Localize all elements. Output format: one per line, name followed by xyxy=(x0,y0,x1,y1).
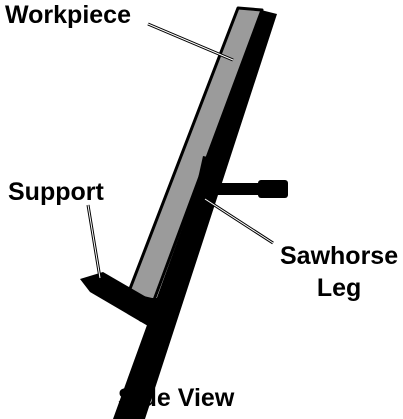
sawhorse-label-line1: Sawhorse xyxy=(280,242,399,270)
cross-brace-end-cap xyxy=(258,180,288,198)
workpiece-label: Workpiece xyxy=(5,1,131,29)
side-view-caption: Side View xyxy=(118,384,235,412)
sawhorse-leg-label: Sawhorse Leg xyxy=(280,240,398,304)
sawhorse-label-line2: Leg xyxy=(316,274,362,302)
sawhorse-leader-line-inner xyxy=(204,198,274,244)
support-leader-line-inner xyxy=(87,204,101,279)
leg-bracket xyxy=(195,156,222,196)
cross-brace xyxy=(205,183,265,195)
workpiece-leader-line-inner xyxy=(147,23,234,61)
support-label: Support xyxy=(8,178,104,206)
sawhorse-leg xyxy=(113,10,277,419)
support-clamp xyxy=(138,298,162,322)
